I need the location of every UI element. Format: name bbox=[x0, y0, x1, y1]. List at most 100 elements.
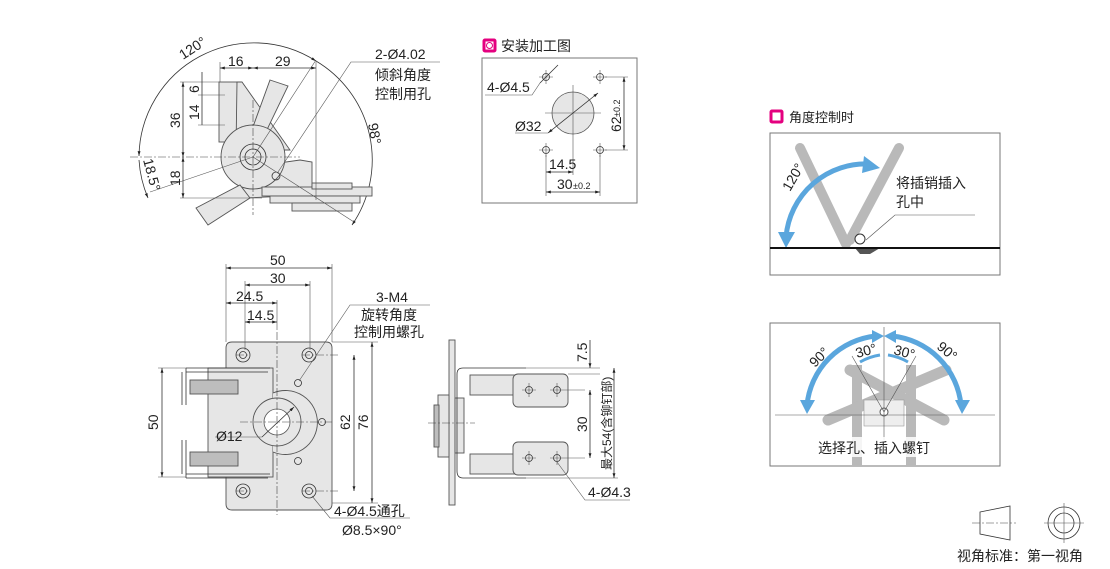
angle-arrow-arc bbox=[783, 161, 871, 238]
m4-spec: 3-M4 bbox=[376, 289, 408, 305]
ext-lines bbox=[332, 341, 378, 504]
tilt-hole-spec: 2-Ø4.02 bbox=[375, 46, 426, 62]
post-right bbox=[906, 365, 916, 466]
dim-18: 18 bbox=[167, 170, 183, 186]
mount-tol-30: ±0.2 bbox=[573, 181, 590, 191]
side-roller-top bbox=[469, 374, 516, 396]
mounting-title: 安装加工图 bbox=[501, 38, 571, 54]
marker-circle-icon bbox=[486, 42, 493, 49]
angle-30-right: 30° bbox=[892, 341, 917, 362]
arc-30-right bbox=[887, 353, 909, 364]
side-bracket bbox=[456, 367, 526, 479]
side-max-note: 最大54(含铆钉部) bbox=[599, 377, 614, 470]
countersink-spec: Ø8.5×90° bbox=[342, 522, 402, 538]
lower-leaf bbox=[195, 184, 251, 226]
tilt-hole-note-2: 控制用孔 bbox=[375, 86, 431, 102]
top-view: 16 29 36 18 6 14 120° 98° 18.5° 2-Ø4.02 … bbox=[130, 33, 440, 226]
bore-spec: Ø32 bbox=[515, 118, 542, 134]
front-bore-spec: Ø12 bbox=[216, 428, 243, 444]
arm-diag-2 bbox=[844, 364, 950, 426]
angle-98: 98° bbox=[365, 122, 384, 146]
side-plate bbox=[448, 339, 456, 506]
projection-trapezoid-icon bbox=[979, 505, 1011, 541]
mount-holes-spec: 4-Ø4.5 bbox=[487, 79, 530, 95]
angle-panel-box bbox=[769, 132, 1001, 276]
dim-6: 6 bbox=[186, 85, 202, 93]
note-bg bbox=[816, 437, 956, 457]
leader-tilt-hole bbox=[277, 61, 440, 173]
side-dim-30: 30 bbox=[574, 416, 590, 432]
dim-24-5: 24.5 bbox=[236, 288, 263, 304]
dim-14-5: 14.5 bbox=[247, 307, 274, 323]
leader-pin bbox=[865, 214, 975, 241]
arc-98 bbox=[315, 60, 373, 226]
projection-label: 视角标准：第一视角 bbox=[957, 548, 1083, 564]
angle-30-left: 30° bbox=[854, 340, 879, 361]
mounting-section: 安装加工图 4-Ø4.5 Ø32 62 ±0.2 14.5 30 ±0.2 bbox=[481, 38, 638, 204]
arc-90-right bbox=[891, 333, 964, 406]
mount-dim-62: 62 bbox=[608, 116, 624, 132]
flat-plate-4 bbox=[311, 182, 353, 190]
arrowhead-icon bbox=[862, 156, 880, 173]
projection-symbol: 视角标准：第一视角 bbox=[957, 503, 1084, 564]
section-marker-icon bbox=[769, 109, 784, 124]
pin-note-1: 将插销插入 bbox=[896, 175, 966, 191]
front-centerlines bbox=[236, 332, 340, 515]
arm-upper bbox=[512, 373, 569, 408]
post-left bbox=[852, 365, 862, 466]
section-marker-icon bbox=[482, 38, 497, 53]
side-holes-spec: 4-Ø4.3 bbox=[588, 484, 631, 500]
roller-bottom bbox=[189, 451, 239, 467]
projection-cross bbox=[1044, 503, 1084, 543]
side-dim-7-5: 7.5 bbox=[574, 342, 590, 362]
pin-note-2: 孔中 bbox=[896, 194, 924, 210]
dim-50-top: 50 bbox=[270, 252, 286, 268]
dim-62: 62 bbox=[337, 414, 353, 430]
roller-top bbox=[189, 379, 239, 395]
arm-closed bbox=[845, 143, 904, 245]
rotation-panel: 90° 90° 30° 30° 选择孔、插入螺钉 bbox=[769, 322, 1001, 467]
arm-lower bbox=[512, 441, 569, 476]
pin-icon bbox=[854, 233, 866, 245]
angle-120: 120° bbox=[176, 33, 209, 62]
mount-tol-62: ±0.2 bbox=[612, 100, 622, 117]
dim-29: 29 bbox=[275, 53, 291, 69]
rotation-note: 选择孔、插入螺钉 bbox=[818, 440, 930, 456]
leader-side-holes bbox=[556, 461, 630, 501]
leader-through bbox=[311, 495, 410, 519]
mount-dim-30: 30 bbox=[557, 176, 573, 192]
arc-120 bbox=[137, 42, 317, 157]
bracket-lines bbox=[181, 367, 270, 479]
dim-14: 14 bbox=[186, 104, 202, 120]
dim-36: 36 bbox=[167, 112, 183, 128]
bore-dia-line bbox=[547, 92, 599, 134]
through-hole-spec: 4-Ø4.5通孔 bbox=[334, 503, 405, 519]
ref-line-18 bbox=[149, 156, 254, 193]
ext-lines bbox=[526, 367, 618, 479]
flat-plate-3 bbox=[291, 202, 353, 212]
ref-line-120 bbox=[252, 59, 317, 158]
dim-30: 30 bbox=[270, 270, 286, 286]
front-view: 50 30 24.5 14.5 50 62 76 Ø12 3-M4 旋转角度 控… bbox=[145, 252, 430, 538]
ref-line bbox=[851, 355, 885, 413]
dim-50-left: 50 bbox=[145, 414, 161, 430]
side-roller-bottom bbox=[469, 453, 516, 475]
bore-dia-line bbox=[261, 406, 295, 438]
arrowhead-icon bbox=[778, 232, 795, 248]
arc-90-left bbox=[804, 333, 877, 406]
arc-30-left bbox=[859, 353, 881, 364]
dim-76: 76 bbox=[355, 414, 371, 430]
leader bbox=[539, 64, 559, 84]
side-holes bbox=[522, 383, 585, 465]
side-washer bbox=[454, 397, 465, 454]
mount-dim-14-5: 14.5 bbox=[549, 156, 576, 172]
tilt-hole-note-1: 倾斜角度 bbox=[375, 67, 431, 83]
m4-note-2: 控制用螺孔 bbox=[354, 324, 424, 340]
arm-open bbox=[795, 143, 851, 249]
leader-m4 bbox=[298, 304, 430, 382]
m4-note-1: 旋转角度 bbox=[361, 307, 417, 323]
dim-16: 16 bbox=[228, 53, 244, 69]
side-boss-inner bbox=[433, 404, 440, 448]
ref-line-98 bbox=[252, 156, 355, 223]
arc-18-5 bbox=[138, 159, 149, 199]
